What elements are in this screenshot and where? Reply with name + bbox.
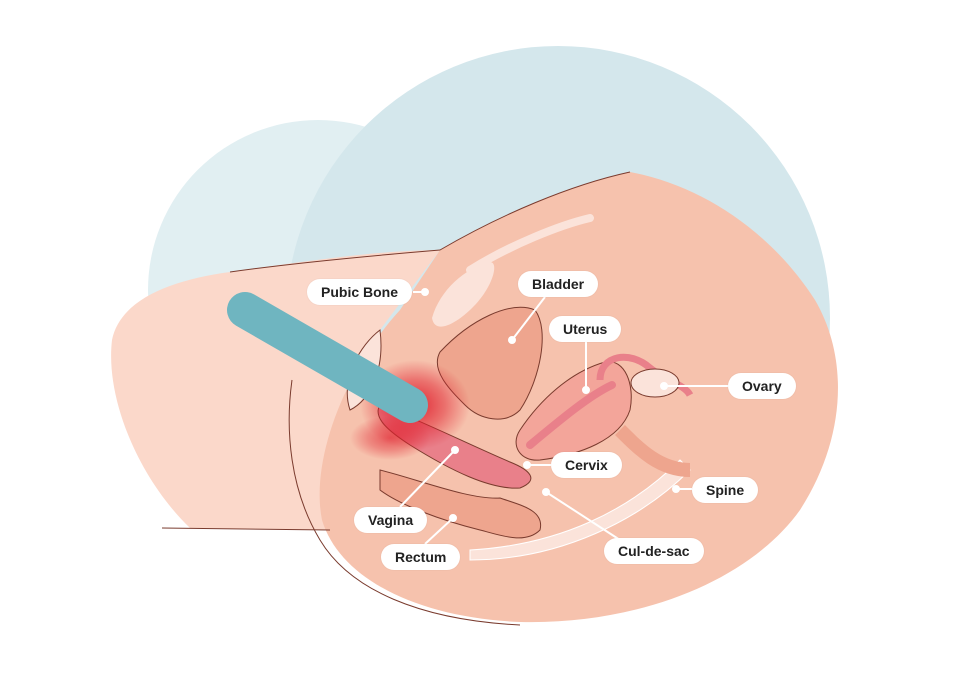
- label-uterus: Uterus: [549, 316, 622, 342]
- label-cervix: Cervix: [551, 452, 622, 478]
- label-rectum: Rectum: [381, 544, 461, 570]
- leader-lines: [399, 288, 728, 545]
- label-pubic-bone: Pubic Bone: [307, 279, 413, 305]
- thigh: [111, 250, 441, 530]
- ovary: [630, 368, 680, 398]
- label-cul-de-sac: Cul-de-sac: [604, 538, 704, 564]
- pubic-bone: [432, 262, 495, 327]
- toy: [227, 292, 428, 423]
- label-spine: Spine: [692, 477, 759, 503]
- label-ovary: Ovary: [728, 373, 796, 399]
- spine: [469, 459, 691, 561]
- label-vagina: Vagina: [354, 507, 428, 533]
- label-bladder: Bladder: [518, 271, 599, 297]
